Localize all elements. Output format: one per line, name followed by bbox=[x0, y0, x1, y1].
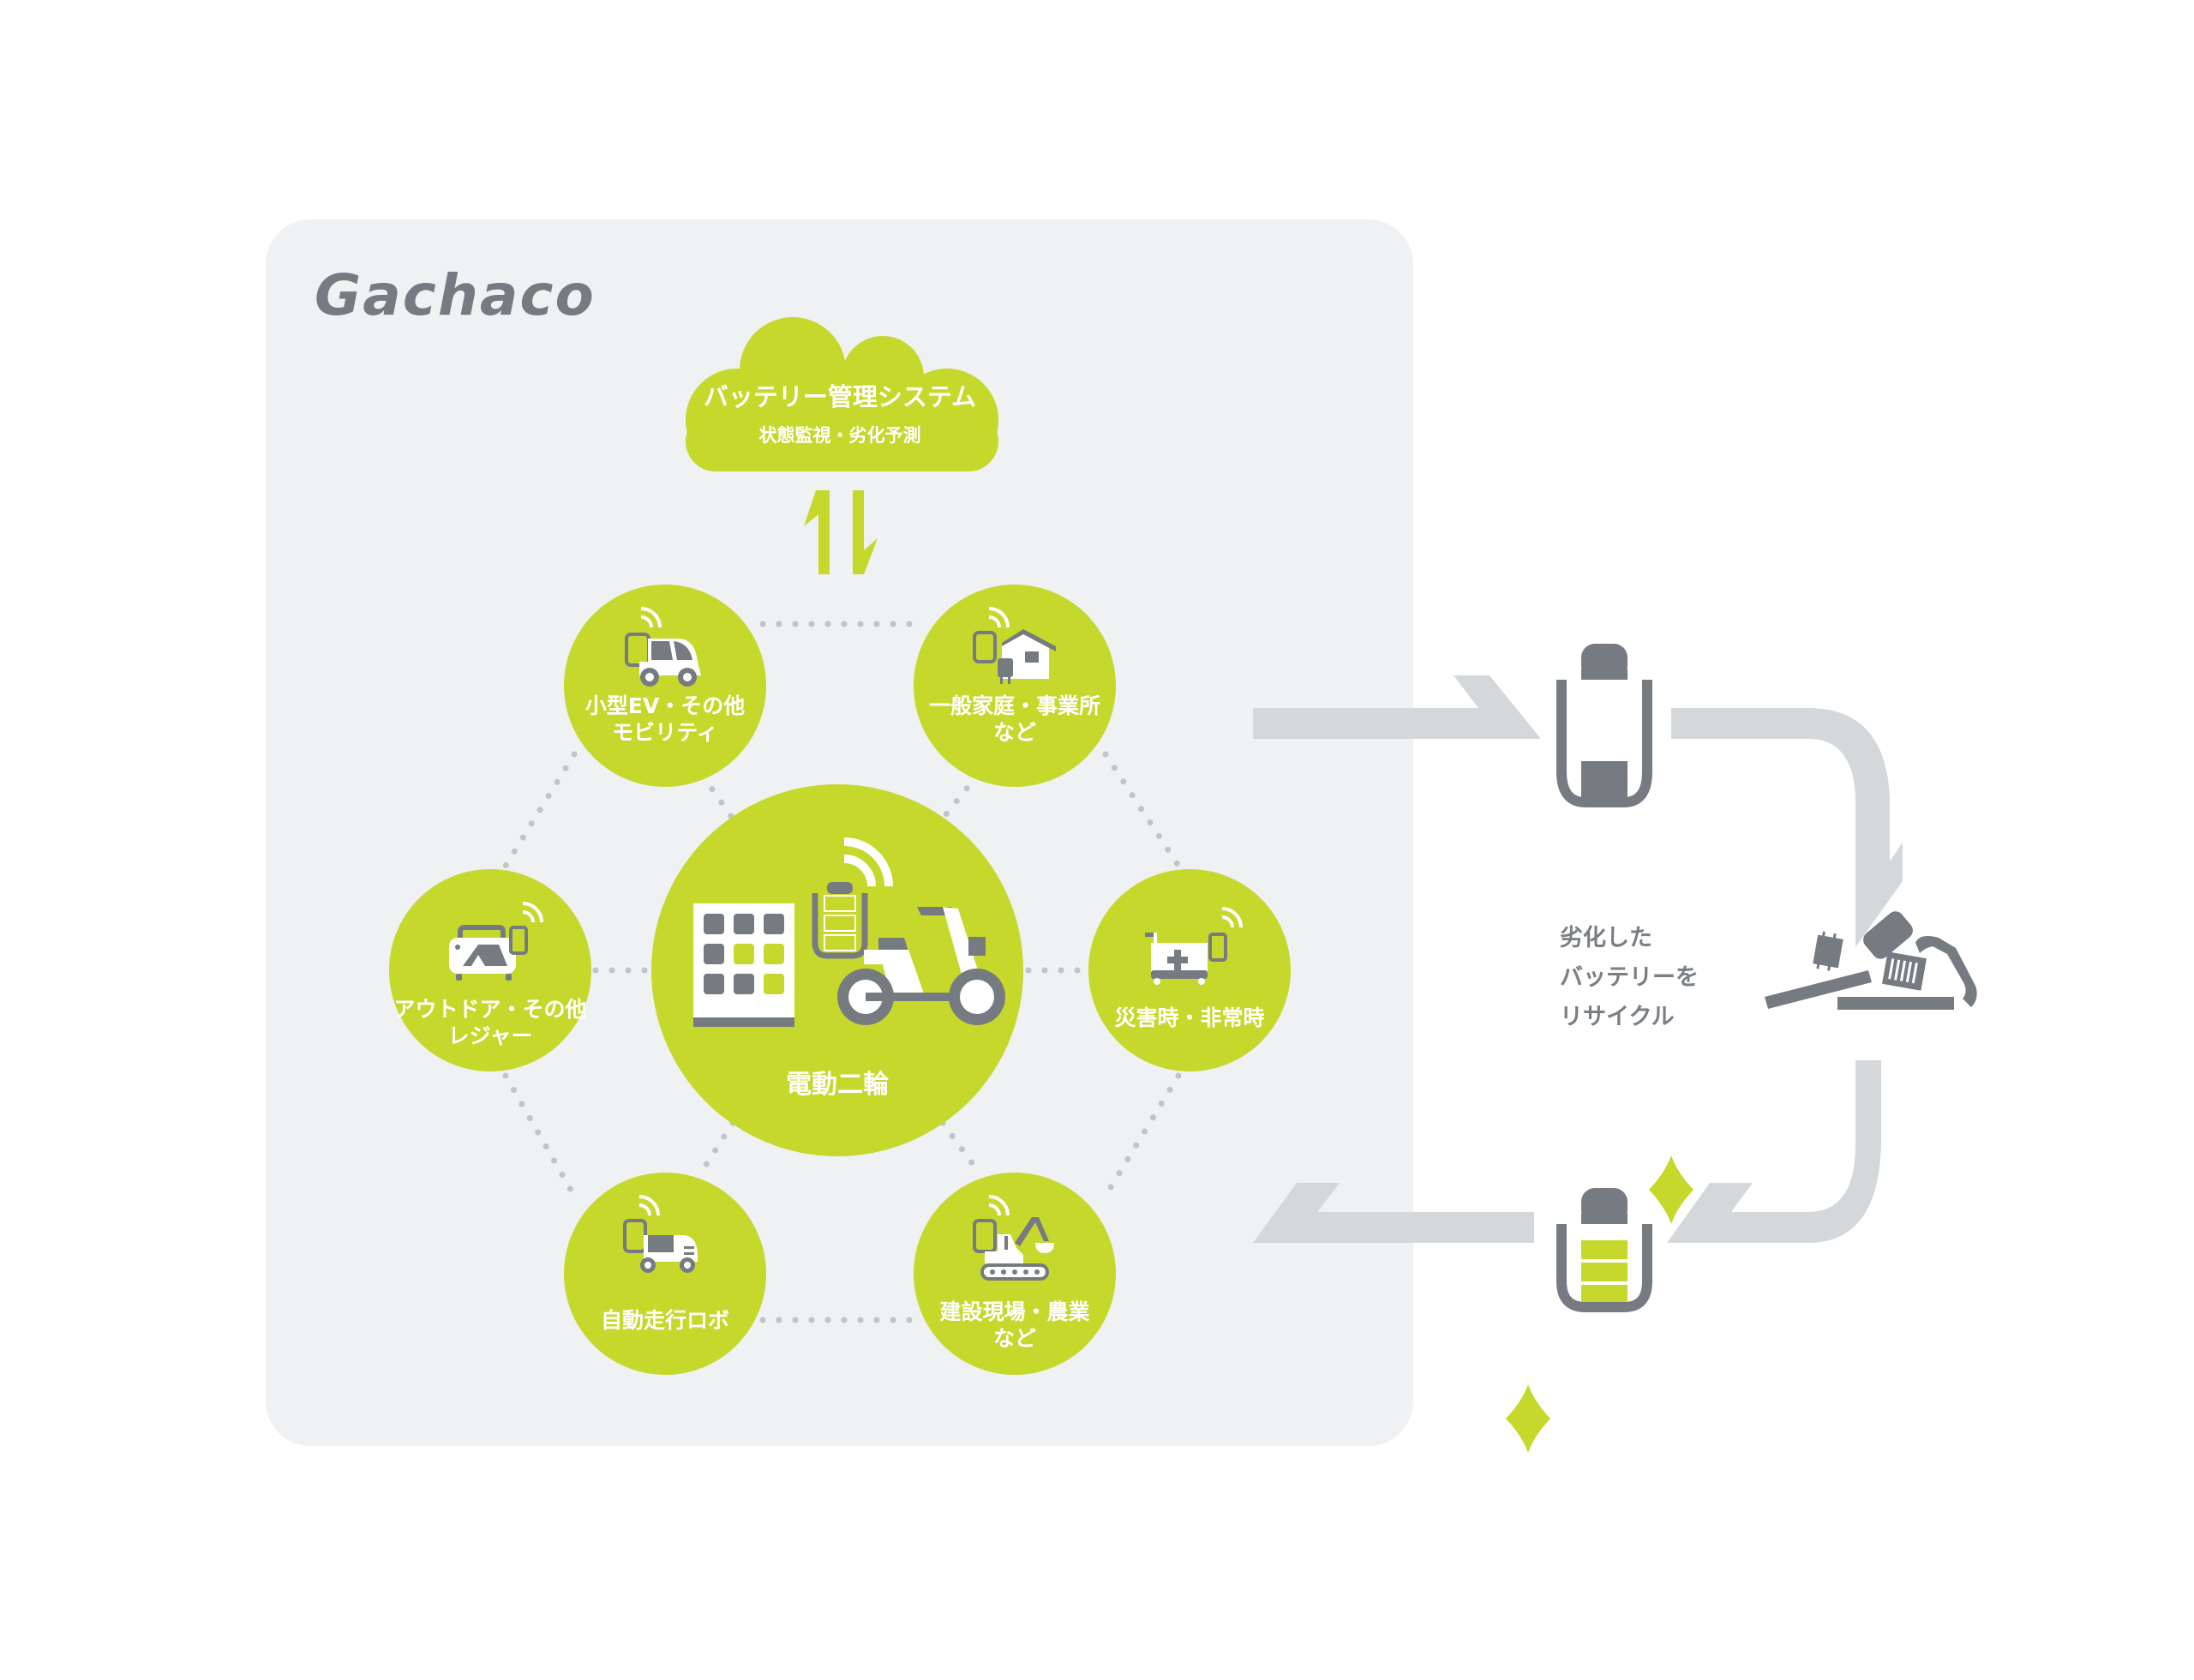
sparkle-icon bbox=[1506, 1384, 1550, 1453]
recycle-text-line: バッテリーを bbox=[1560, 964, 1699, 991]
spoke-br bbox=[939, 1119, 980, 1173]
node-label-line: 災害時・非常時 bbox=[1114, 1005, 1265, 1030]
node-label-construction: 建設現場・農業 など bbox=[939, 1299, 1089, 1353]
sparkle-icon bbox=[1649, 1155, 1693, 1224]
swap-station-icon bbox=[693, 903, 794, 1027]
ring-segment-right-bottom bbox=[1102, 1072, 1182, 1199]
node-circle-small-ev bbox=[564, 585, 766, 787]
node-label-line: 一般家庭・事業所 bbox=[928, 693, 1101, 718]
bidirectional-arrows-icon bbox=[804, 490, 878, 574]
node-circle-robot bbox=[564, 1173, 766, 1375]
node-label-robot: 自動走行ロボ bbox=[601, 1307, 729, 1334]
node-label-line: モビリティ bbox=[612, 720, 718, 746]
center-node-label: 電動二輪 bbox=[786, 1070, 889, 1100]
ring-segment-top-right bbox=[1102, 751, 1182, 869]
node-label-small-ev: 小型EV・その他 モビリティ bbox=[585, 693, 745, 747]
battery-slot bbox=[734, 914, 754, 934]
cloud-shape bbox=[686, 317, 998, 471]
spoke-tr bbox=[939, 772, 980, 822]
dotted-ring bbox=[502, 621, 1182, 1323]
spoke-bl bbox=[699, 1119, 736, 1173]
node-circle-home-office bbox=[914, 585, 1116, 787]
arrow-to-recycle bbox=[1671, 708, 1903, 947]
cloud-subtitle: 状態監視・劣化予測 bbox=[758, 425, 921, 446]
battery-slot bbox=[704, 974, 724, 994]
battery-slot bbox=[734, 944, 754, 964]
scooter-battery-icon bbox=[812, 882, 868, 959]
small-ev-car-icon bbox=[625, 607, 701, 687]
center-node-circle bbox=[651, 784, 1023, 1156]
battery-slot bbox=[704, 914, 724, 934]
node-label-line: 自動走行ロボ bbox=[600, 1308, 730, 1333]
node-label-line: レジャー bbox=[447, 1023, 533, 1049]
node-label-line: アウトドア・その他 bbox=[393, 997, 587, 1022]
recycle-text-line: 劣化した bbox=[1560, 925, 1652, 951]
arrow-back-to-panel bbox=[1253, 1183, 1534, 1243]
ring-segment-top-left bbox=[502, 751, 578, 869]
flow-arrows bbox=[1253, 675, 1903, 1243]
node-label-line: 建設現場・農業 bbox=[939, 1299, 1090, 1324]
full-battery-sparkle-icon bbox=[1506, 1155, 1693, 1453]
battery-slot bbox=[764, 944, 784, 964]
battery-slot bbox=[734, 974, 754, 994]
node-label-outdoor: アウトドア・その他 レジャー bbox=[393, 996, 586, 1050]
arrow-to-degraded-battery bbox=[1253, 675, 1541, 739]
battery-slot bbox=[764, 974, 784, 994]
cloud-title: バッテリー管理システム bbox=[703, 382, 977, 411]
node-label-home-office: 一般家庭・事業所 など bbox=[929, 693, 1100, 747]
house-icon bbox=[973, 607, 1056, 684]
spoke-tl bbox=[699, 772, 736, 822]
node-label-line: など bbox=[992, 720, 1037, 746]
logo-g: G bbox=[315, 262, 363, 328]
low-battery-icon bbox=[1556, 644, 1652, 807]
medical-cart-icon bbox=[1145, 907, 1243, 985]
ring-segment-left-bottom bbox=[502, 1072, 578, 1199]
portable-power-tent-icon bbox=[449, 902, 543, 981]
battery-slot bbox=[764, 914, 784, 934]
node-label-disaster: 災害時・非常時 bbox=[1114, 1005, 1264, 1031]
delivery-robot-icon bbox=[623, 1195, 698, 1273]
battery-slot bbox=[704, 944, 724, 964]
node-label-line: 小型EV・その他 bbox=[584, 693, 746, 718]
battery-cells bbox=[1581, 1240, 1628, 1302]
wifi-icon bbox=[843, 837, 893, 887]
gachaco-logo: Gachaco bbox=[315, 262, 596, 328]
disassembled-battery-parts-icon bbox=[1765, 911, 1977, 1010]
scooter-icon bbox=[837, 907, 1005, 1025]
logo-rest: achaco bbox=[363, 262, 596, 328]
excavator-icon bbox=[973, 1195, 1054, 1281]
recycle-description: 劣化した バッテリーを リサイクル bbox=[1560, 919, 1699, 1037]
recycle-text-line: リサイクル bbox=[1560, 1004, 1675, 1030]
node-label-line: など bbox=[992, 1326, 1037, 1352]
